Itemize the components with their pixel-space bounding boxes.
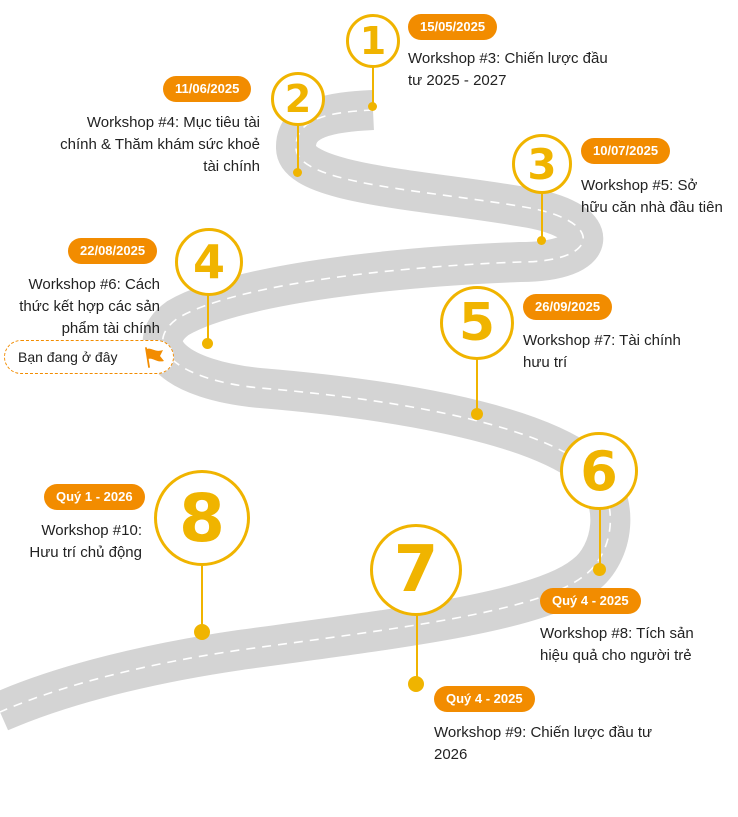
- milestone-1-stem: [372, 62, 374, 106]
- milestone-5-title: Workshop #7: Tài chính hưu trí: [523, 332, 681, 371]
- milestone-5-number: 5: [440, 286, 514, 360]
- milestone-8-date: Quý 1 - 2026: [44, 484, 145, 510]
- milestone-8-stem: [201, 566, 203, 626]
- milestone-7-title: Workshop #9: Chiến lược đầu tư 2026: [434, 724, 653, 763]
- milestone-2-marker: [293, 168, 302, 177]
- milestone-2-number: 2: [271, 72, 325, 126]
- milestone-2-stem: [297, 122, 299, 172]
- milestone-1-number: 1: [346, 14, 400, 68]
- milestone-6-stem: [599, 506, 601, 566]
- milestone-3-stem: [541, 190, 543, 238]
- milestone-2-title: Workshop #4: Mục tiêu tài chính & Thăm k…: [60, 114, 260, 175]
- milestone-8-title: Workshop #10: Hưu trí chủ động: [29, 522, 142, 561]
- milestone-5-stem: [476, 356, 478, 412]
- milestone-1-date: 15/05/2025: [408, 14, 498, 40]
- milestone-5-date: 26/09/2025: [523, 294, 613, 320]
- milestone-3-number: 3: [512, 134, 572, 194]
- milestone-1-marker: [368, 102, 377, 111]
- milestone-7-marker: [408, 676, 424, 692]
- milestone-3-marker: [537, 236, 546, 245]
- milestone-1-title: Workshop #3: Chiến lược đầu tư 2025 - 20…: [408, 50, 608, 89]
- milestone-7-number: 7: [370, 524, 462, 616]
- flag-icon: [145, 347, 164, 368]
- milestone-4-marker: [202, 338, 213, 349]
- milestone-6-marker: [593, 563, 606, 576]
- milestone-4-stem: [207, 294, 209, 340]
- you-are-here-tag: Bạn đang ở đây: [4, 340, 174, 374]
- milestone-6-title: Workshop #8: Tích sản hiệu quả cho người…: [540, 625, 694, 664]
- milestone-3-title: Workshop #5: Sở hữu căn nhà đầu tiên: [581, 177, 723, 216]
- milestone-3-date: 10/07/2025: [581, 138, 671, 164]
- milestone-2-date: 11/06/2025: [163, 76, 252, 102]
- milestone-4-date: 22/08/2025: [68, 238, 158, 264]
- milestone-6-number: 6: [560, 432, 638, 510]
- milestone-4-title: Workshop #6: Cách thức kết hợp các sản p…: [19, 276, 160, 337]
- milestone-8-number: 8: [154, 470, 250, 566]
- you-are-here-label: Bạn đang ở đây: [18, 349, 118, 365]
- milestone-5-marker: [471, 408, 483, 420]
- milestone-8-marker: [194, 624, 210, 640]
- milestone-7-date: Quý 4 - 2025: [434, 686, 535, 712]
- milestone-6-date: Quý 4 - 2025: [540, 588, 641, 614]
- milestone-4-number: 4: [175, 228, 243, 296]
- road-surface: [0, 90, 631, 731]
- milestone-7-stem: [416, 612, 418, 678]
- road-center-dashes: [0, 109, 612, 713]
